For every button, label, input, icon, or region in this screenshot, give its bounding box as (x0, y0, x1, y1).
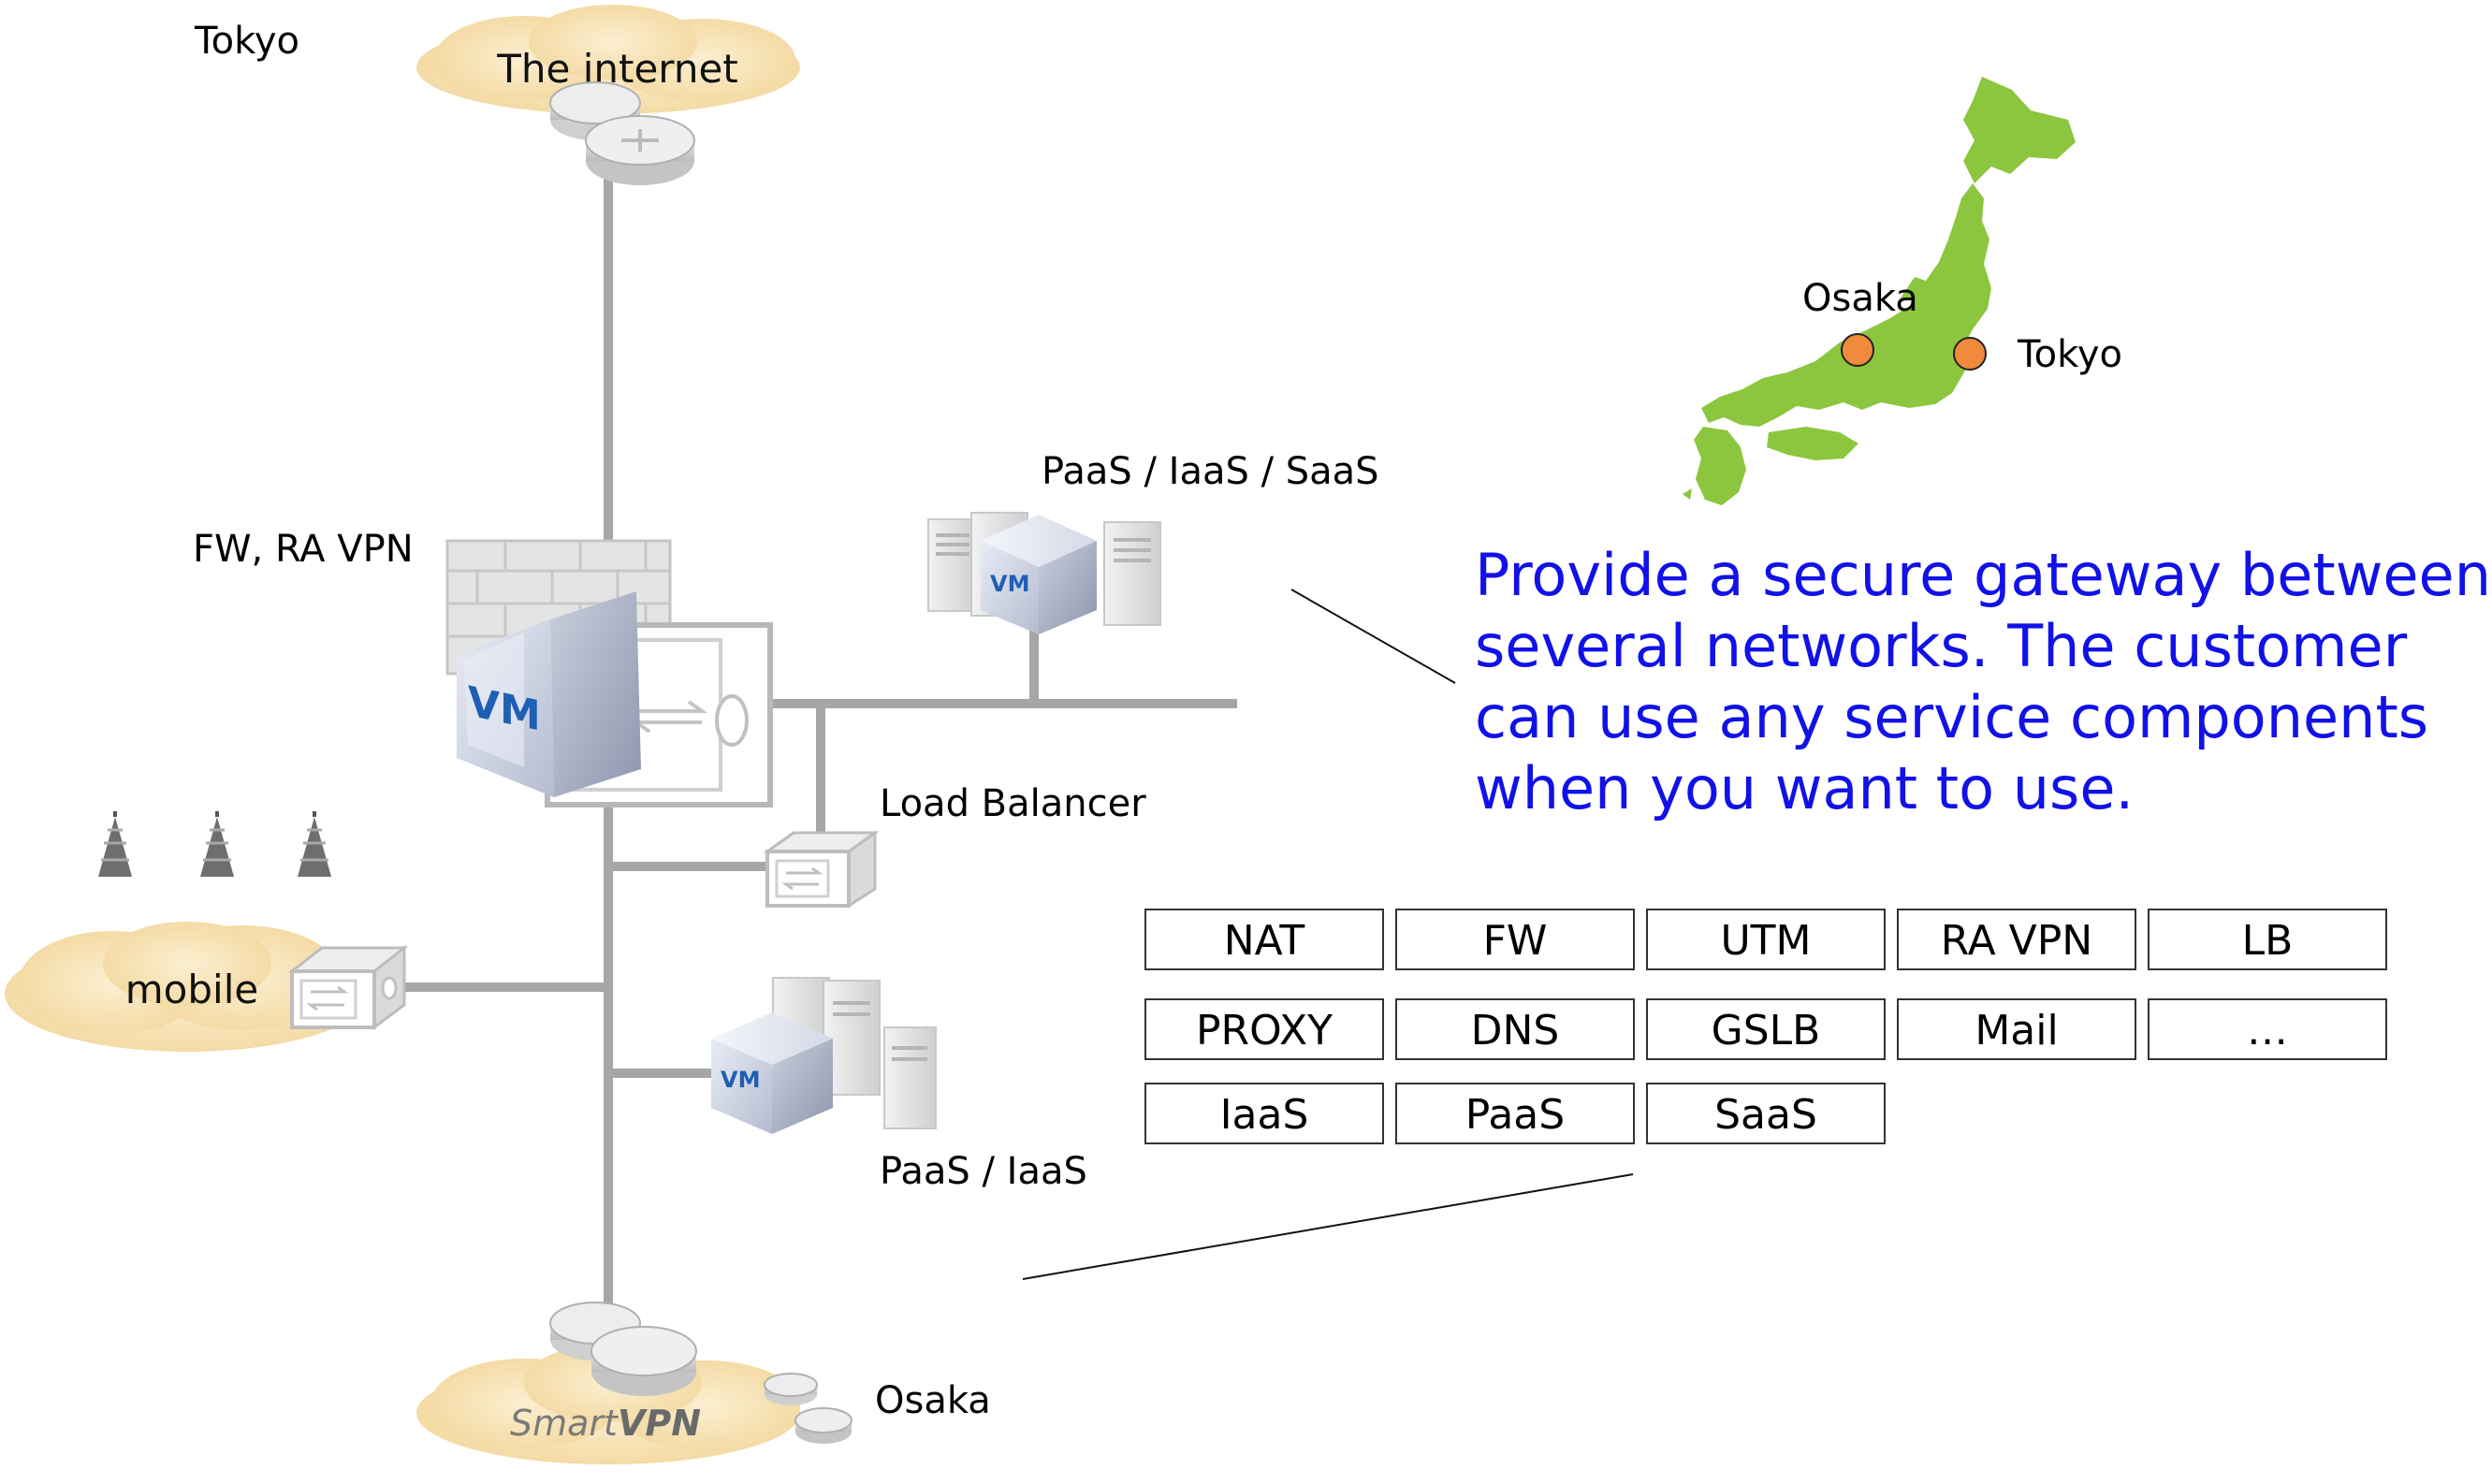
service-cell-box (1646, 1083, 1886, 1144)
service-cell-label: UTM (1720, 917, 1811, 965)
tokyo-map-marker (1953, 337, 1987, 371)
service-cell-label: PROXY (1196, 1007, 1333, 1055)
map-osaka-label: Osaka (1802, 277, 1918, 320)
vm-badge-top: VM (990, 571, 1029, 597)
antenna-icon (98, 811, 132, 877)
service-cell: UTM (1646, 909, 1886, 970)
service-cell-box (2148, 909, 2387, 970)
service-cell-box (1144, 1083, 1384, 1144)
service-cell-label: NAT (1224, 917, 1305, 965)
service-cell-label: GSLB (1712, 1007, 1821, 1055)
description-line-2: several networks. The customer (1475, 612, 2408, 680)
service-cell: DNS (1395, 998, 1635, 1060)
tokyo-site-label: Tokyo (194, 20, 299, 63)
mobile-gateway-icon (287, 944, 409, 1030)
service-cell: PROXY (1144, 998, 1384, 1060)
service-cell-label: Mail (1975, 1007, 2058, 1055)
server-cluster-bottom-icon: VM (711, 977, 937, 1134)
antenna-icon (298, 811, 331, 877)
service-cell-label: FW (1483, 917, 1548, 965)
description-line-4: when you want to use. (1475, 754, 2134, 822)
internet-router-icon (549, 81, 695, 185)
service-component-grid: NAT FW UTM RA VPN LB PROXY DNS GSLB Mail … IaaS Paa… (1144, 909, 2387, 1144)
internet-cloud: The internet (416, 5, 800, 114)
service-cell-box (1646, 909, 1886, 970)
antenna-icons (98, 811, 331, 877)
paas-iaas-label: PaaS / IaaS (880, 1150, 1087, 1193)
service-cell: GSLB (1646, 998, 1886, 1060)
antenna-icon (200, 811, 234, 877)
vm-badge-bottom: VM (721, 1067, 760, 1093)
osaka-map-marker (1841, 333, 1874, 367)
map-tokyo-label: Tokyo (2017, 333, 2122, 376)
firewall-vm-appliance-icon: VM (445, 539, 773, 807)
service-cell-box (1395, 1083, 1635, 1144)
service-cell: RA VPN (1897, 909, 2136, 970)
service-cell: LB (2148, 909, 2387, 970)
description-line-3: can use any service components (1475, 683, 2428, 751)
smartvpn-logo: SmartVPN (510, 1403, 701, 1444)
service-cell-label: RA VPN (1941, 917, 2092, 965)
osaka-site-label: Osaka (875, 1379, 991, 1422)
description-callout-line (1290, 589, 1456, 684)
paas-iaas-saas-label: PaaS / IaaS / SaaS (1042, 450, 1379, 493)
service-cell: NAT (1144, 909, 1384, 970)
service-cell: PaaS (1395, 1083, 1635, 1144)
server-cluster-top-icon: VM (927, 512, 1161, 634)
description-line-1: Provide a secure gateway between (1475, 541, 2491, 609)
service-cell-box (1144, 909, 1384, 970)
service-cell-box (1646, 998, 1886, 1060)
service-cell-box (2148, 998, 2387, 1060)
osaka-branch-router-icon (764, 1373, 853, 1444)
load-balancer-label: Load Balancer (880, 782, 1146, 825)
service-cell-label: PaaS (1465, 1091, 1565, 1139)
service-cell: FW (1395, 909, 1635, 970)
service-cell: Mail (1897, 998, 2136, 1060)
japan-map-icon (1683, 77, 2076, 505)
service-cell-box (1897, 909, 2136, 970)
service-cell-box (1395, 998, 1635, 1060)
service-cell-label: IaaS (1220, 1091, 1309, 1139)
service-cell-label: … (2247, 1007, 2288, 1055)
service-cell: … (2148, 998, 2387, 1060)
mobile-label: mobile (125, 967, 258, 1012)
service-cell-box (1144, 998, 1384, 1060)
service-cell-label: LB (2242, 917, 2294, 965)
fw-ravpn-label: FW, RA VPN (193, 528, 414, 571)
service-cell-box (1897, 998, 2136, 1060)
service-cell-label: DNS (1471, 1007, 1560, 1055)
service-cell-box (1395, 909, 1635, 970)
description-text: Provide a secure gateway between several… (1475, 541, 2491, 822)
osaka-router-icon (549, 1302, 697, 1396)
service-cell-label: SaaS (1714, 1091, 1817, 1139)
service-cell: IaaS (1144, 1083, 1384, 1144)
load-balancer-icon (763, 830, 880, 909)
service-cell: SaaS (1646, 1083, 1886, 1144)
services-callout-line (1022, 1173, 1634, 1280)
